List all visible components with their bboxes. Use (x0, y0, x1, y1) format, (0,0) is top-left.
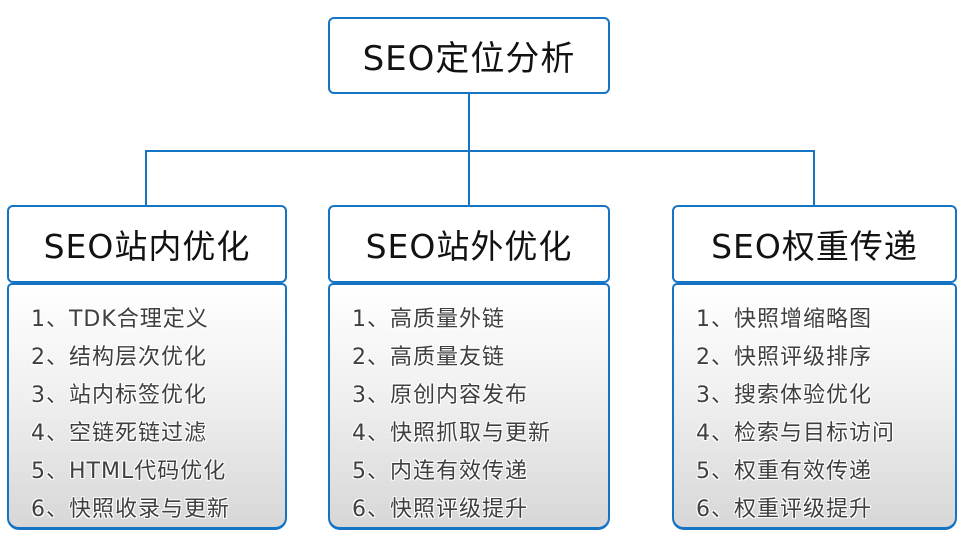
branch-list-weight: 1、快照增缩略图 2、快照评级排序 3、搜索体验优化 4、检索与目标访问 5、权… (672, 283, 957, 530)
list-item: 4、检索与目标访问 (696, 421, 895, 446)
list-item: 2、结构层次优化 (31, 345, 207, 370)
list-item: 6、快照评级提升 (352, 497, 528, 522)
list-item: 2、高质量友链 (352, 345, 505, 370)
list-item: 1、高质量外链 (352, 307, 505, 332)
branch-title: SEO站外优化 (365, 227, 573, 266)
list-item: 3、站内标签优化 (31, 383, 207, 408)
list-item: 6、权重评级提升 (696, 497, 872, 522)
branch-title: SEO站内优化 (43, 227, 251, 266)
list-item: 3、原创内容发布 (352, 383, 528, 408)
connector-horizontal (145, 150, 815, 152)
connector-drop-center (468, 150, 470, 205)
list-item: 3、搜索体验优化 (696, 383, 872, 408)
connector-drop-right (813, 150, 815, 205)
root-node: SEO定位分析 (328, 17, 610, 94)
branch-list-offsite: 1、高质量外链 2、高质量友链 3、原创内容发布 4、快照抓取与更新 5、内连有… (328, 283, 610, 530)
branch-header-offsite: SEO站外优化 (328, 205, 610, 283)
root-node-title: SEO定位分析 (362, 39, 576, 79)
branch-title: SEO权重传递 (711, 227, 918, 266)
list-item: 1、快照增缩略图 (696, 307, 872, 332)
list-item: 5、HTML代码优化 (31, 459, 227, 484)
list-item: 5、权重有效传递 (696, 459, 872, 484)
branch-list-onsite: 1、TDK合理定义 2、结构层次优化 3、站内标签优化 4、空链死链过滤 5、H… (7, 283, 287, 530)
branch-header-weight: SEO权重传递 (672, 205, 957, 283)
list-item: 4、空链死链过滤 (31, 421, 207, 446)
list-item: 2、快照评级排序 (696, 345, 872, 370)
branch-header-onsite: SEO站内优化 (7, 205, 287, 283)
list-item: 5、内连有效传递 (352, 459, 528, 484)
list-item: 6、快照收录与更新 (31, 497, 230, 522)
connector-drop-left (145, 150, 147, 205)
list-item: 1、TDK合理定义 (31, 307, 209, 332)
connector-stem (468, 94, 470, 151)
list-item: 4、快照抓取与更新 (352, 421, 551, 446)
